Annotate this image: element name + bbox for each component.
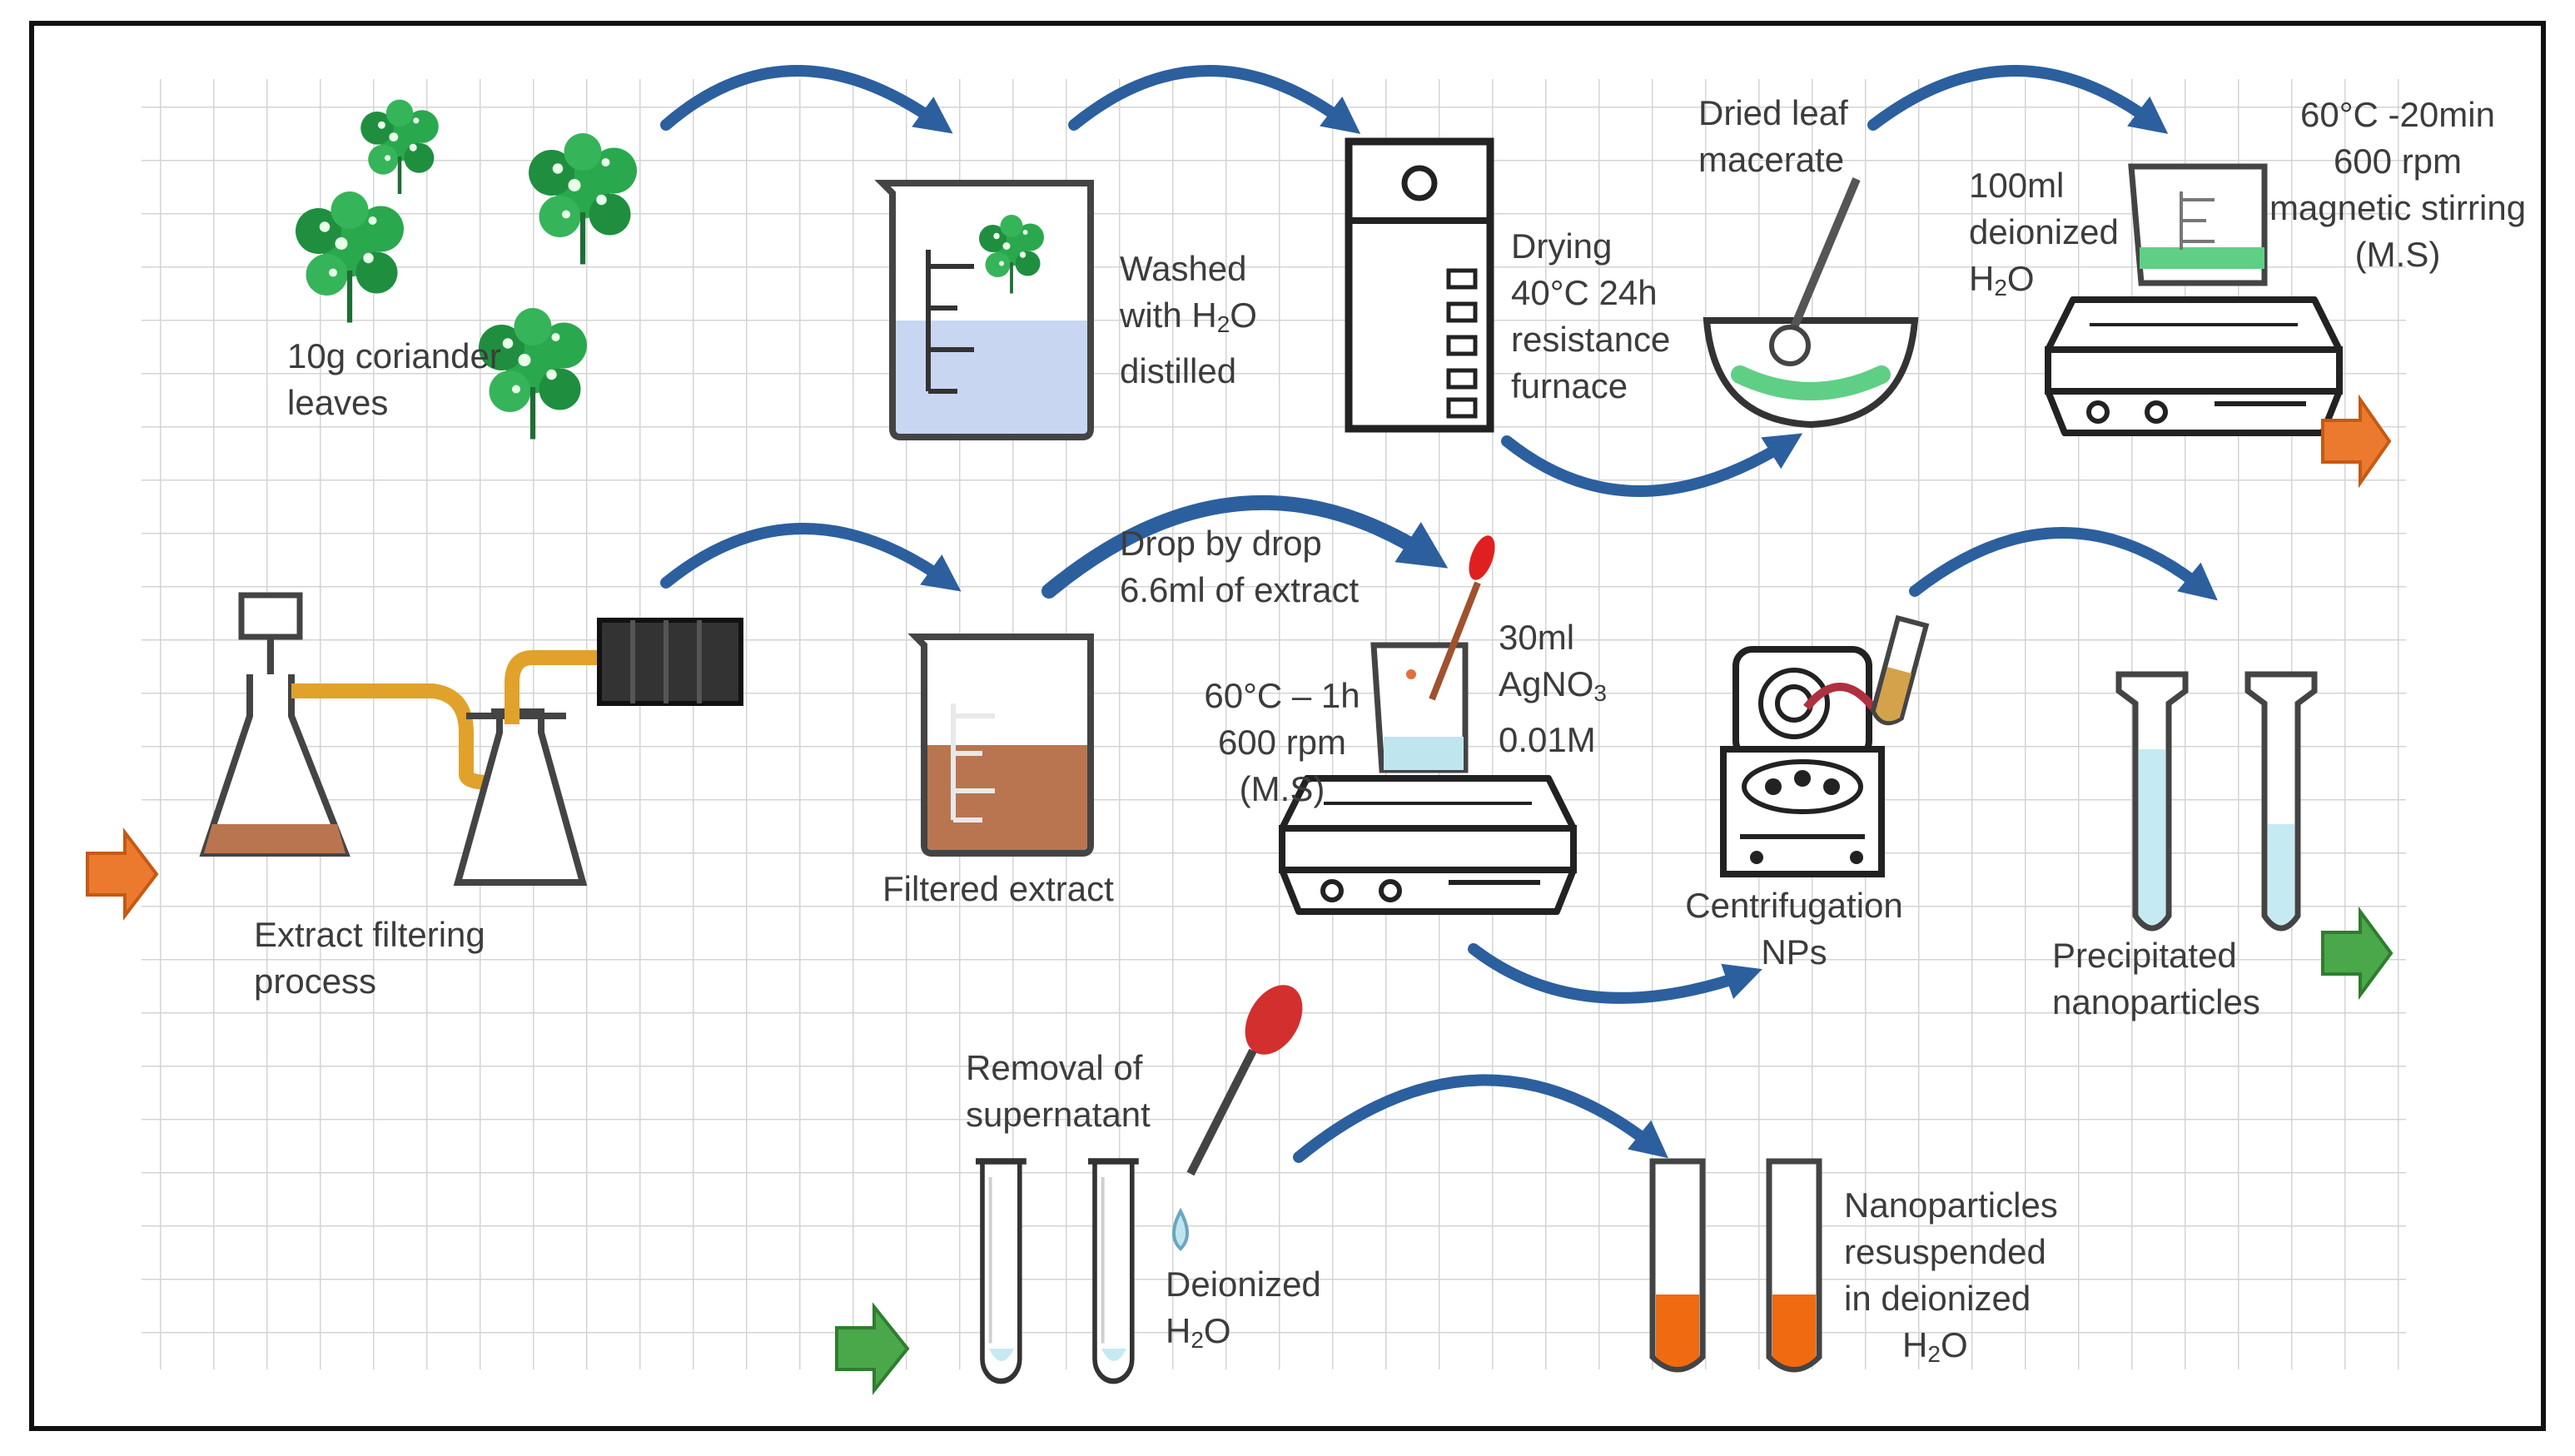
magnetic-stirrer-1 — [2048, 300, 2339, 433]
resuspended-tubes — [1649, 1158, 1822, 1373]
label-extract-filtering: Extract filtering process — [254, 915, 485, 1001]
flow-arrow — [660, 65, 953, 134]
label-removal-supernatant: Removal of supernatant — [966, 1048, 1151, 1134]
centrifuge — [1720, 614, 1930, 877]
flow-arrow — [1293, 1074, 1668, 1163]
supernatant-tubes — [976, 1161, 1139, 1381]
label-deionized-water: Deionized H2O — [1166, 1265, 1321, 1353]
flow-arrow — [660, 523, 962, 592]
step-arrow-orange — [2321, 394, 2392, 489]
pipette-dropper — [1172, 985, 1303, 1251]
filtered-extract-beaker — [907, 634, 1094, 857]
label-filtered-extract: Filtered extract — [882, 869, 1114, 908]
stirring-beaker-100ml — [2128, 163, 2268, 286]
flow-arrow — [1068, 65, 1361, 134]
wash-beaker — [874, 180, 1094, 440]
flow-arrow — [1909, 527, 2218, 601]
label-drop-by-drop: Drop by drop 6.6ml of extract — [1120, 524, 1360, 609]
flow-arrow — [1501, 433, 1803, 497]
label-heating-conditions: 60°C – 1h 600 rpm (M.S) — [1204, 676, 1360, 808]
drying-furnace — [1345, 137, 1494, 433]
mortar-and-pestle — [1703, 177, 1919, 429]
precipitated-tubes — [2115, 671, 2318, 932]
label-drying: Drying 40°C 24h resistance furnace — [1511, 226, 1671, 405]
label-stirring-conditions: 60°C -20min 600 rpm magnetic stirring (M… — [2269, 95, 2527, 274]
label-precipitated: Precipitated nanoparticles — [2052, 936, 2260, 1021]
outer-frame — [29, 21, 2546, 1431]
flow-arrows — [660, 65, 2218, 1163]
label-100ml-water: 100ml deionized H2O — [1969, 166, 2119, 301]
label-dried-leaf: Dried leaf macerate — [1698, 93, 1848, 179]
flow-arrow — [1867, 65, 2169, 134]
step-arrow-orange — [86, 827, 159, 921]
filtering-setup — [199, 592, 743, 886]
agno3-beaker — [1370, 535, 1495, 773]
step-arrow-green — [835, 1302, 910, 1395]
label-resuspended: Nanoparticles resuspended in deionized H… — [1844, 1185, 2058, 1367]
label-centrifugation: Centrifugation NPs — [1685, 886, 1903, 971]
step-arrow-green — [2321, 906, 2394, 1001]
flow-arrow — [1468, 943, 1762, 1004]
label-washed: Washed with H2O distilled — [1120, 249, 1257, 390]
label-agno3: 30ml AgNO3 0.01M — [1499, 618, 1607, 759]
label-coriander: 10g coriander leaves — [287, 336, 501, 422]
flow-arrow — [1041, 494, 1449, 599]
